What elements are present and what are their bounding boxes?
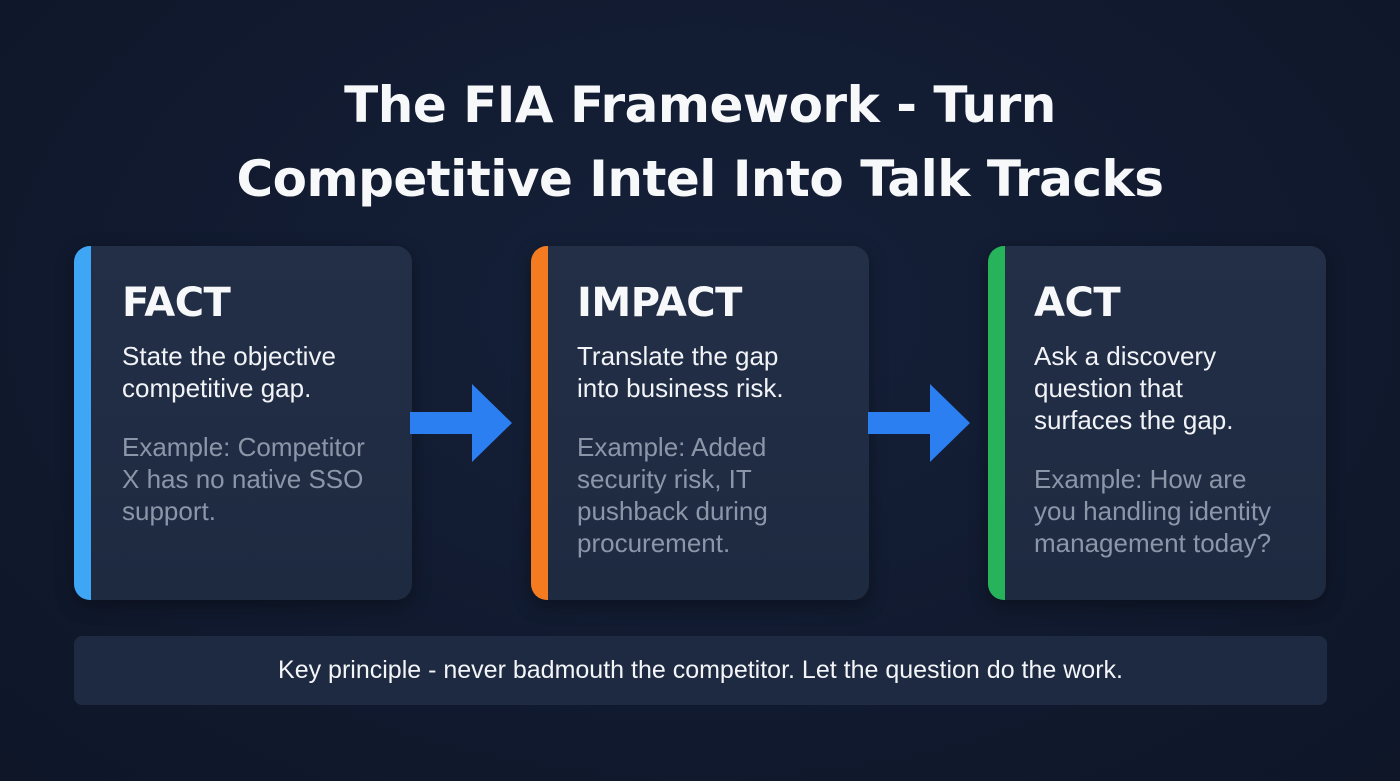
card-act: ACT Ask a discovery question that surfac… xyxy=(988,246,1326,600)
card-description: Ask a discovery question that surfaces t… xyxy=(1034,340,1310,436)
key-principle-text: Key principle - never badmouth the compe… xyxy=(278,656,1123,684)
description-line: State the objective xyxy=(122,341,336,371)
example-line: security risk, IT xyxy=(577,464,752,494)
card-heading: IMPACT xyxy=(577,280,742,326)
card-heading: FACT xyxy=(122,280,231,326)
description-line: into business risk. xyxy=(577,373,784,403)
example-line: X has no native SSO xyxy=(122,464,364,494)
title-line-1: The FIA Framework - Turn xyxy=(344,76,1056,134)
description-line: competitive gap. xyxy=(122,373,312,403)
example-line: you handling identity xyxy=(1034,496,1272,526)
act-accent-stripe xyxy=(988,246,1005,600)
card-example: Example: Competitor X has no native SSO … xyxy=(122,431,396,527)
description-line: Ask a discovery xyxy=(1034,341,1217,371)
card-heading: ACT xyxy=(1034,280,1121,326)
key-principle-banner: Key principle - never badmouth the compe… xyxy=(74,636,1327,705)
card-impact: IMPACT Translate the gap into business r… xyxy=(531,246,869,600)
description-line: surfaces the gap. xyxy=(1034,405,1234,435)
description-line: question that xyxy=(1034,373,1183,403)
card-example: Example: How are you handling identity m… xyxy=(1034,463,1310,559)
example-line: management today? xyxy=(1034,528,1272,558)
example-line: Example: Added xyxy=(577,432,767,462)
card-fact: FACT State the objective competitive gap… xyxy=(74,246,412,600)
example-line: Example: How are xyxy=(1034,464,1247,494)
description-line: Translate the gap xyxy=(577,341,779,371)
card-example: Example: Added security risk, IT pushbac… xyxy=(577,431,853,559)
example-line: support. xyxy=(122,496,216,526)
card-description: Translate the gap into business risk. xyxy=(577,340,853,404)
example-line: procurement. xyxy=(577,528,731,558)
impact-accent-stripe xyxy=(531,246,548,600)
title-line-2: Competitive Intel Into Talk Tracks xyxy=(236,150,1164,208)
example-line: Example: Competitor xyxy=(122,432,365,462)
example-line: pushback during xyxy=(577,496,768,526)
card-description: State the objective competitive gap. xyxy=(122,340,396,404)
arrow-right-icon xyxy=(868,384,970,462)
page-title: The FIA Framework - Turn Competitive Int… xyxy=(0,68,1400,216)
fact-accent-stripe xyxy=(74,246,91,600)
arrow-right-icon xyxy=(410,384,512,462)
